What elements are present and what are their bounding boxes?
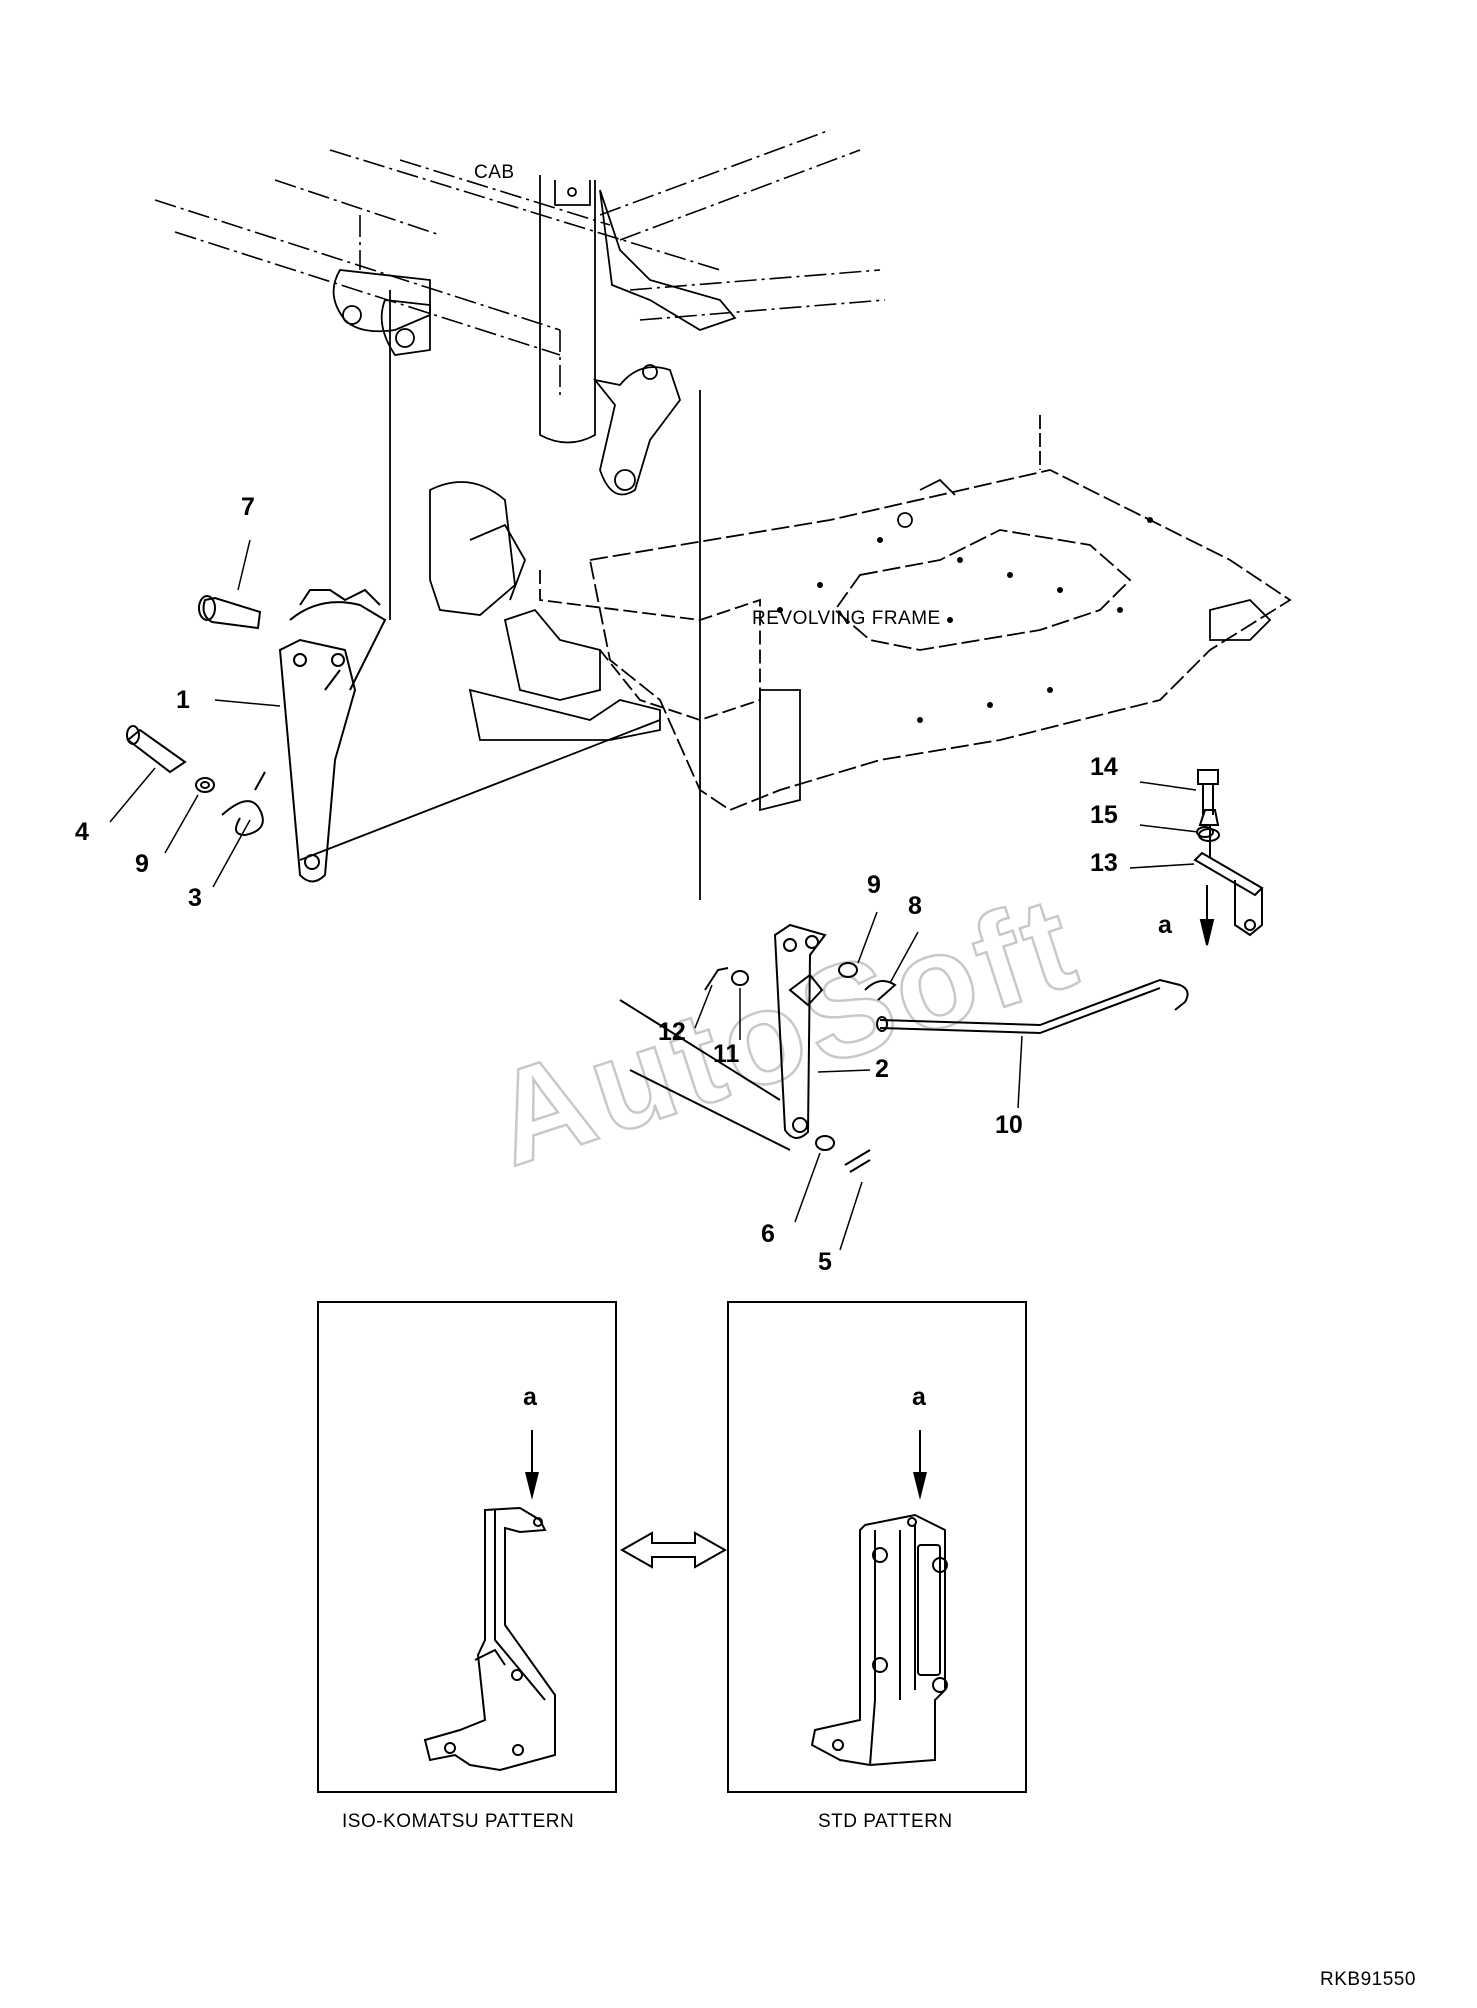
- std-pattern-caption: STD PATTERN: [818, 1811, 953, 1832]
- callout-labels: 7 1 4 9 3 9 8 12 11 2 10 6 5 14 15 13 a: [75, 493, 1173, 1276]
- callout-7: 7: [241, 493, 255, 521]
- view-label-a-iso: a: [523, 1383, 538, 1411]
- leader-lines: [109, 539, 1199, 1251]
- callout-10: 10: [995, 1111, 1023, 1139]
- std-pattern-box: a STD PATTERN: [727, 1301, 1027, 1832]
- cab-pillar: [332, 175, 737, 496]
- callout-1: 1: [176, 686, 190, 714]
- callout-12: 12: [658, 1018, 686, 1046]
- part-lever-1: [198, 588, 387, 883]
- parts-10-13-14-15: [876, 769, 1264, 1035]
- callout-8: 8: [908, 892, 922, 920]
- callout-3: 3: [188, 884, 202, 912]
- callout-13: 13: [1090, 849, 1118, 877]
- revolving-frame: [299, 290, 1292, 900]
- drawing-number: RKB91550: [1320, 1969, 1416, 1990]
- revolving-frame-label: REVOLVING FRAME: [752, 608, 941, 629]
- callout-6: 6: [761, 1220, 775, 1248]
- callout-4: 4: [75, 818, 89, 846]
- watermark: AutoSoft: [474, 865, 1097, 1194]
- callout-9-right: 9: [867, 871, 881, 899]
- watermark-text: AutoSoft: [475, 867, 1096, 1194]
- callout-5: 5: [818, 1248, 832, 1276]
- callout-2: 2: [875, 1055, 889, 1083]
- cab-outline: [154, 129, 886, 400]
- cab-label: CAB: [474, 162, 515, 183]
- callout-9-left: 9: [135, 850, 149, 878]
- callout-11: 11: [713, 1040, 740, 1068]
- iso-pattern-box: a ISO-KOMATSU PATTERN: [317, 1301, 617, 1832]
- view-label-a-std: a: [912, 1383, 927, 1411]
- view-label-a-main: a: [1158, 911, 1173, 939]
- double-arrow-icon: [619, 1531, 728, 1569]
- callout-15: 15: [1090, 801, 1118, 829]
- iso-pattern-caption: ISO-KOMATSU PATTERN: [342, 1811, 574, 1832]
- callout-14: 14: [1090, 753, 1118, 781]
- part-lever-2: [619, 923, 897, 1173]
- parts-4-9-3: [126, 725, 266, 837]
